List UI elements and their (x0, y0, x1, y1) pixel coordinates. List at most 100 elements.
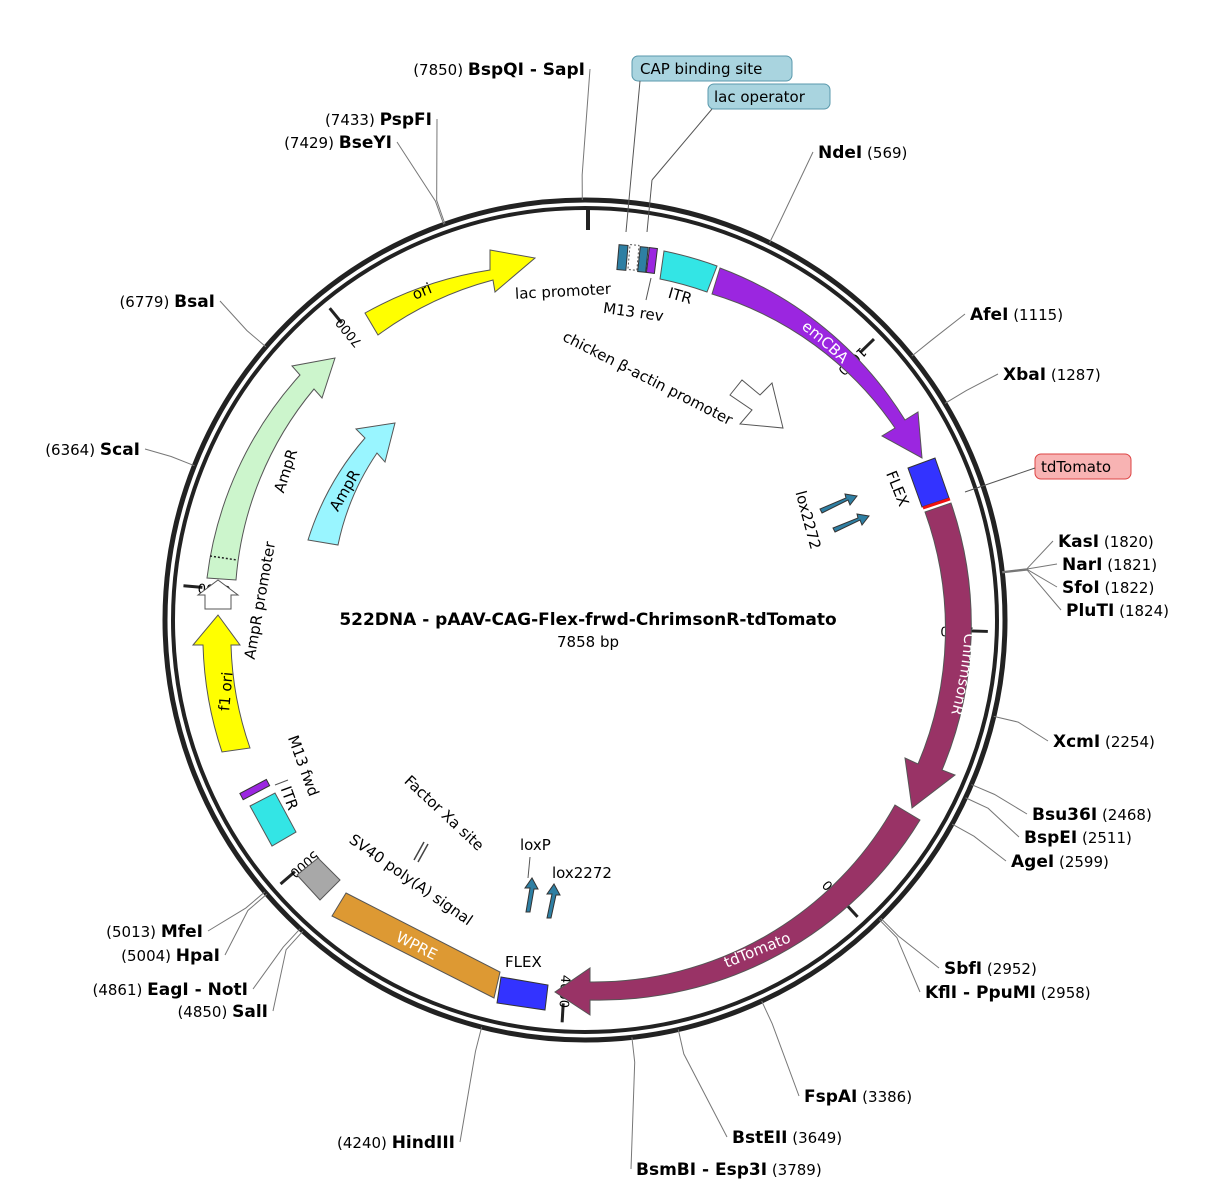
label-loxp: loxP (520, 836, 551, 854)
feature-ampr-outer-label: AmpR (270, 447, 301, 495)
lox-bottom (524, 877, 561, 919)
label-lox2272-top: lox2272 (792, 489, 825, 552)
site-leader-11 (1002, 569, 1062, 611)
label-lox2272-bottom: lox2272 (552, 864, 612, 882)
tick-5000 (279, 870, 296, 886)
feature-ampr-promoter[interactable] (196, 579, 240, 610)
plasmid-title: 522DNA - pAAV-CAG-Flex-frwd-ChrimsonR-td… (339, 610, 836, 630)
site-leader-23 (252, 928, 301, 990)
m13fwd-leader (274, 779, 289, 786)
site-leader-24 (224, 893, 268, 956)
site-label-13[interactable]: Bsu36I (2468) (1032, 805, 1152, 825)
site-label-19[interactable]: BstEII (3649) (732, 1128, 842, 1148)
site-leader-3 (219, 300, 267, 348)
feature-itr-top[interactable] (659, 250, 718, 293)
site-label-8[interactable]: KasI (1820) (1058, 532, 1154, 552)
feature-itr-bottom[interactable] (249, 792, 297, 847)
site-label-14[interactable]: BspEI (2511) (1024, 828, 1132, 848)
site-leader-22 (272, 930, 304, 1012)
site-leader-2 (396, 141, 445, 225)
site-leader-6 (911, 313, 966, 357)
m13rev-box (645, 247, 658, 274)
backbone-inner (171, 206, 999, 1034)
site-label-3[interactable]: (6779) BsaI (119, 292, 215, 312)
feature-sv40[interactable] (296, 857, 341, 901)
callout-lac-operator: lac operator (646, 83, 831, 233)
site-label-4[interactable]: (6364) ScaI (45, 440, 140, 460)
plasmid-length: 7858 bp (557, 633, 619, 651)
label-chicken-actin: chicken β-actin promoter (560, 327, 737, 429)
feature-chrimsonr[interactable] (904, 502, 972, 809)
site-label-7[interactable]: XbaI (1287) (1003, 365, 1101, 385)
feature-f1ori-label: f1 ori (215, 671, 236, 712)
tick-7000 (328, 307, 343, 324)
site-label-17[interactable]: KflI - PpuMI (2958) (925, 983, 1091, 1003)
site-label-16[interactable]: SbfI (2952) (944, 959, 1037, 979)
lox2272-top (819, 493, 870, 533)
label-lac-promoter: lac promoter (515, 280, 613, 303)
svg-text:lac operator: lac operator (714, 88, 806, 106)
site-label-11[interactable]: PluTI (1824) (1066, 601, 1169, 621)
site-label-10[interactable]: SfoI (1822) (1062, 578, 1154, 598)
label-ampr-promoter: AmpR promoter (241, 539, 280, 660)
site-label-5[interactable]: NdeI (569) (818, 143, 907, 163)
tick-6000 (183, 584, 203, 589)
site-label-0[interactable]: (7850) BspQI - SapI (413, 60, 585, 80)
site-label-18[interactable]: FspAI (3386) (804, 1087, 912, 1107)
feature-tdtomato[interactable] (554, 804, 921, 1016)
lac-promoter-box (616, 244, 629, 271)
feature-chicken-actin[interactable] (729, 379, 784, 429)
site-label-2[interactable]: (7429) BseYI (284, 133, 392, 153)
ampr-promoter-divider (209, 555, 238, 561)
site-label-22[interactable]: (4850) SalI (177, 1002, 268, 1022)
feature-f1ori[interactable] (191, 614, 251, 753)
m13fwd-box (239, 778, 271, 801)
site-label-6[interactable]: AfeI (1115) (970, 305, 1063, 325)
feature-ampr-outer[interactable] (206, 357, 336, 581)
svg-text:tdTomato: tdTomato (1041, 458, 1111, 476)
feature-wpre[interactable] (331, 892, 501, 999)
site-leader-0 (581, 68, 591, 201)
callout-cap-binding: CAP binding site (625, 55, 793, 233)
site-leader-12 (993, 715, 1049, 742)
site-label-9[interactable]: NarI (1821) (1062, 555, 1157, 575)
site-leader-8 (1002, 540, 1054, 573)
site-leader-16 (880, 917, 940, 969)
site-leader-15 (951, 823, 1007, 862)
label-flex-bottom: FLEX (505, 953, 542, 971)
site-leader-4 (144, 448, 195, 467)
tick-1000 (859, 338, 876, 354)
site-leader-14 (965, 797, 1020, 838)
feature-emcba[interactable] (711, 267, 923, 459)
feature-ampr-inner[interactable] (307, 422, 396, 546)
feature-flex-top[interactable] (907, 457, 950, 508)
site-label-20[interactable]: BsmBI - Esp3I (3789) (636, 1160, 822, 1180)
lac-operator-box (637, 246, 649, 273)
site-label-21[interactable]: (4240) HindIII (337, 1133, 455, 1153)
restriction-sites: (7850) BspQI - SapI (7433) PspFI (7429) Bs… (45, 60, 1169, 1180)
feature-emcba-label: emCBA (798, 317, 852, 368)
site-label-12[interactable]: XcmI (2254) (1053, 732, 1155, 752)
site-label-23[interactable]: (4861) EagI - NotI (92, 980, 248, 1000)
label-m13-rev: M13 rev (602, 299, 665, 325)
site-leader-20 (630, 1037, 636, 1170)
lox-red-line (922, 497, 951, 510)
callout-tdtomato: tdTomato (964, 453, 1132, 493)
site-leader-19 (677, 1029, 728, 1138)
site-label-15[interactable]: AgeI (2599) (1011, 852, 1109, 872)
site-leader-13 (971, 784, 1028, 815)
tick-2000 (968, 629, 988, 633)
site-label-1[interactable]: (7433) PspFI (325, 110, 432, 130)
site-leader-25 (207, 891, 266, 932)
feature-ori[interactable] (364, 249, 537, 336)
site-leader-10 (1002, 568, 1058, 588)
site-leader-17 (878, 919, 921, 993)
label-itr-top: ITR (666, 284, 694, 308)
site-label-24[interactable]: (5004) HpaI (121, 946, 220, 966)
site-leader-18 (761, 1000, 800, 1097)
tick-marks: 1000200030004000500060007000 (183, 307, 988, 1023)
site-label-25[interactable]: (5013) MfeI (106, 922, 203, 942)
m13rev-leader (645, 277, 652, 301)
feature-flex-bottom[interactable] (496, 976, 549, 1011)
